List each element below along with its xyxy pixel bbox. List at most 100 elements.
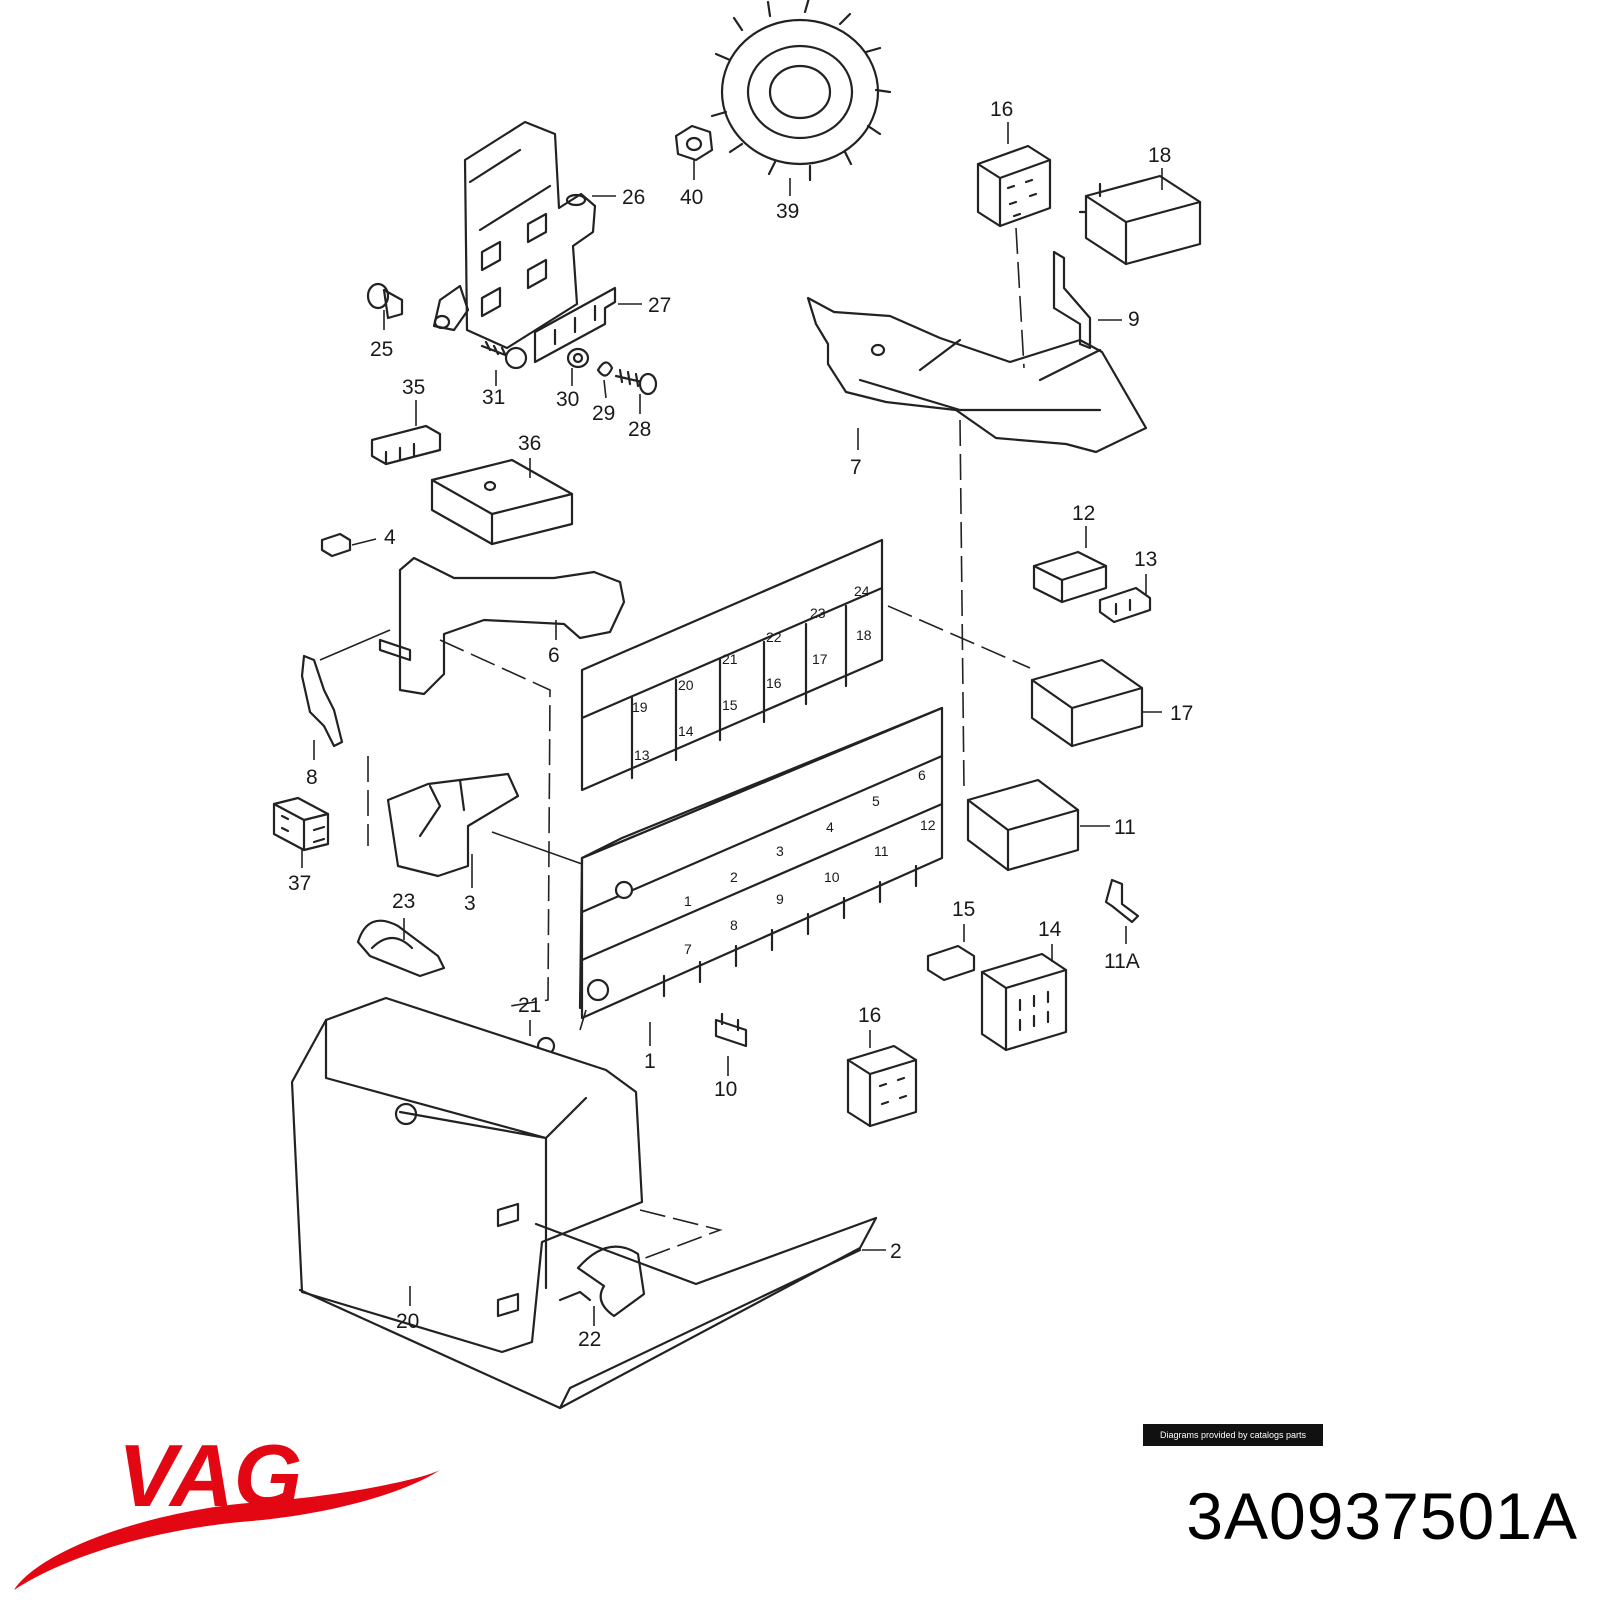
part-15-fuse [926,944,976,982]
callout-15: 15 [952,898,975,921]
part-14-socket [980,952,1068,1052]
callout-10: 10 [714,1078,737,1101]
callout-13: 13 [1134,548,1157,571]
part-9-clip [1052,250,1092,350]
callout-26: 26 [622,186,645,209]
relay-num-6: 6 [918,767,926,783]
callout-37: 37 [288,872,311,895]
part-27-clip [533,286,617,364]
callout-8: 8 [306,766,318,789]
callout-30: 30 [556,388,579,411]
part-6-bracket-arm [378,556,626,696]
relay-num-2: 2 [730,869,738,885]
relay-num-16: 16 [766,675,782,691]
relay-plate [580,538,884,792]
diagram-credit-badge: Diagrams provided by catalogs parts [1143,1424,1323,1446]
relay-num-3: 3 [776,843,784,859]
callout-12: 12 [1072,502,1095,525]
relay-num-7: 7 [684,941,692,957]
relay-num-1: 1 [684,893,692,909]
part-22-clip [558,1245,646,1318]
callout-20: 20 [396,1310,419,1333]
part-13-clip [1098,586,1152,624]
relay-num-10: 10 [824,869,840,885]
callout-36: 36 [518,432,541,455]
callout-4: 4 [384,526,396,549]
relay-num-22: 22 [766,629,782,645]
relay-num-21: 21 [722,651,738,667]
relay-num-20: 20 [678,677,694,693]
callout-3: 3 [464,892,476,915]
part-11-relay [966,778,1080,872]
relay-num-23: 23 [810,605,826,621]
callout-16-top: 16 [990,98,1013,121]
part-40-nut [674,124,714,162]
callout-22: 22 [578,1328,601,1351]
vag-logo: VAG [14,1440,440,1590]
leader-lines [301,122,1163,1326]
callouts: 16 18 26 40 39 27 9 25 31 30 29 28 35 36… [288,98,1193,1351]
part-10-clip [714,1012,748,1048]
callout-1: 1 [644,1050,656,1073]
assembly-lines [319,227,1031,1261]
callout-16-bottom: 16 [858,1004,881,1027]
part-8-clip [300,654,344,748]
callout-35: 35 [402,376,425,399]
relay-num-13: 13 [634,747,650,763]
part-39-grommet [710,0,892,182]
part-7-bracket [806,296,1148,454]
relay-num-8: 8 [730,917,738,933]
part-3-holder [386,772,520,878]
callout-11: 11 [1114,816,1136,839]
callout-39: 39 [776,200,799,223]
part-1-fusebox [578,706,944,1020]
callout-28: 28 [628,418,651,441]
callout-6: 6 [548,644,560,667]
relay-num-11: 11 [874,843,889,859]
callout-21: 21 [518,994,541,1017]
callout-9: 9 [1128,308,1140,331]
callout-25: 25 [370,338,393,361]
logo-swoosh [14,1470,440,1590]
callout-14: 14 [1038,918,1062,941]
relay-num-18: 18 [856,627,872,643]
part-36-connector [430,458,574,546]
relay-num-19: 19 [632,699,648,715]
logo-text: VAG [118,1440,302,1525]
part-35-holder [370,424,442,466]
callout-17: 17 [1170,702,1193,725]
part-23-holder [356,919,446,978]
part-37-connector [272,796,330,852]
part-2-tray [298,1216,878,1410]
callout-18: 18 [1148,144,1171,167]
relay-num-9: 9 [776,891,784,907]
callout-31: 31 [482,386,505,409]
part-11a-clip [1104,878,1140,924]
callout-2: 2 [890,1240,902,1263]
relay-numbers: 24 23 22 21 20 19 18 17 16 15 14 13 6 5 … [632,583,936,957]
callout-29: 29 [592,402,615,425]
part-29-springwasher [596,361,614,377]
part-16-socket-bottom [846,1044,918,1128]
part-20-housing [290,996,644,1354]
callout-27: 27 [648,294,671,317]
part-26-bracket [432,120,597,350]
relay-num-15: 15 [722,697,738,713]
relay-num-24: 24 [854,583,870,599]
part-12-switch [1032,550,1108,604]
part-30-washer [566,347,590,369]
part-4-clip [320,532,352,558]
part-25-pushclip [366,282,404,320]
part-31-screw [480,340,528,370]
part-17-relay [1030,658,1144,748]
relay-num-14: 14 [678,723,694,739]
relay-num-12: 12 [920,817,936,833]
callout-11a: 11A [1104,950,1140,973]
part-number: 3A0937501A [1186,1479,1578,1553]
part-28-bolt [614,368,658,396]
callout-23: 23 [392,890,415,913]
relay-num-5: 5 [872,793,880,809]
relay-num-17: 17 [812,651,828,667]
callout-7: 7 [850,456,862,479]
